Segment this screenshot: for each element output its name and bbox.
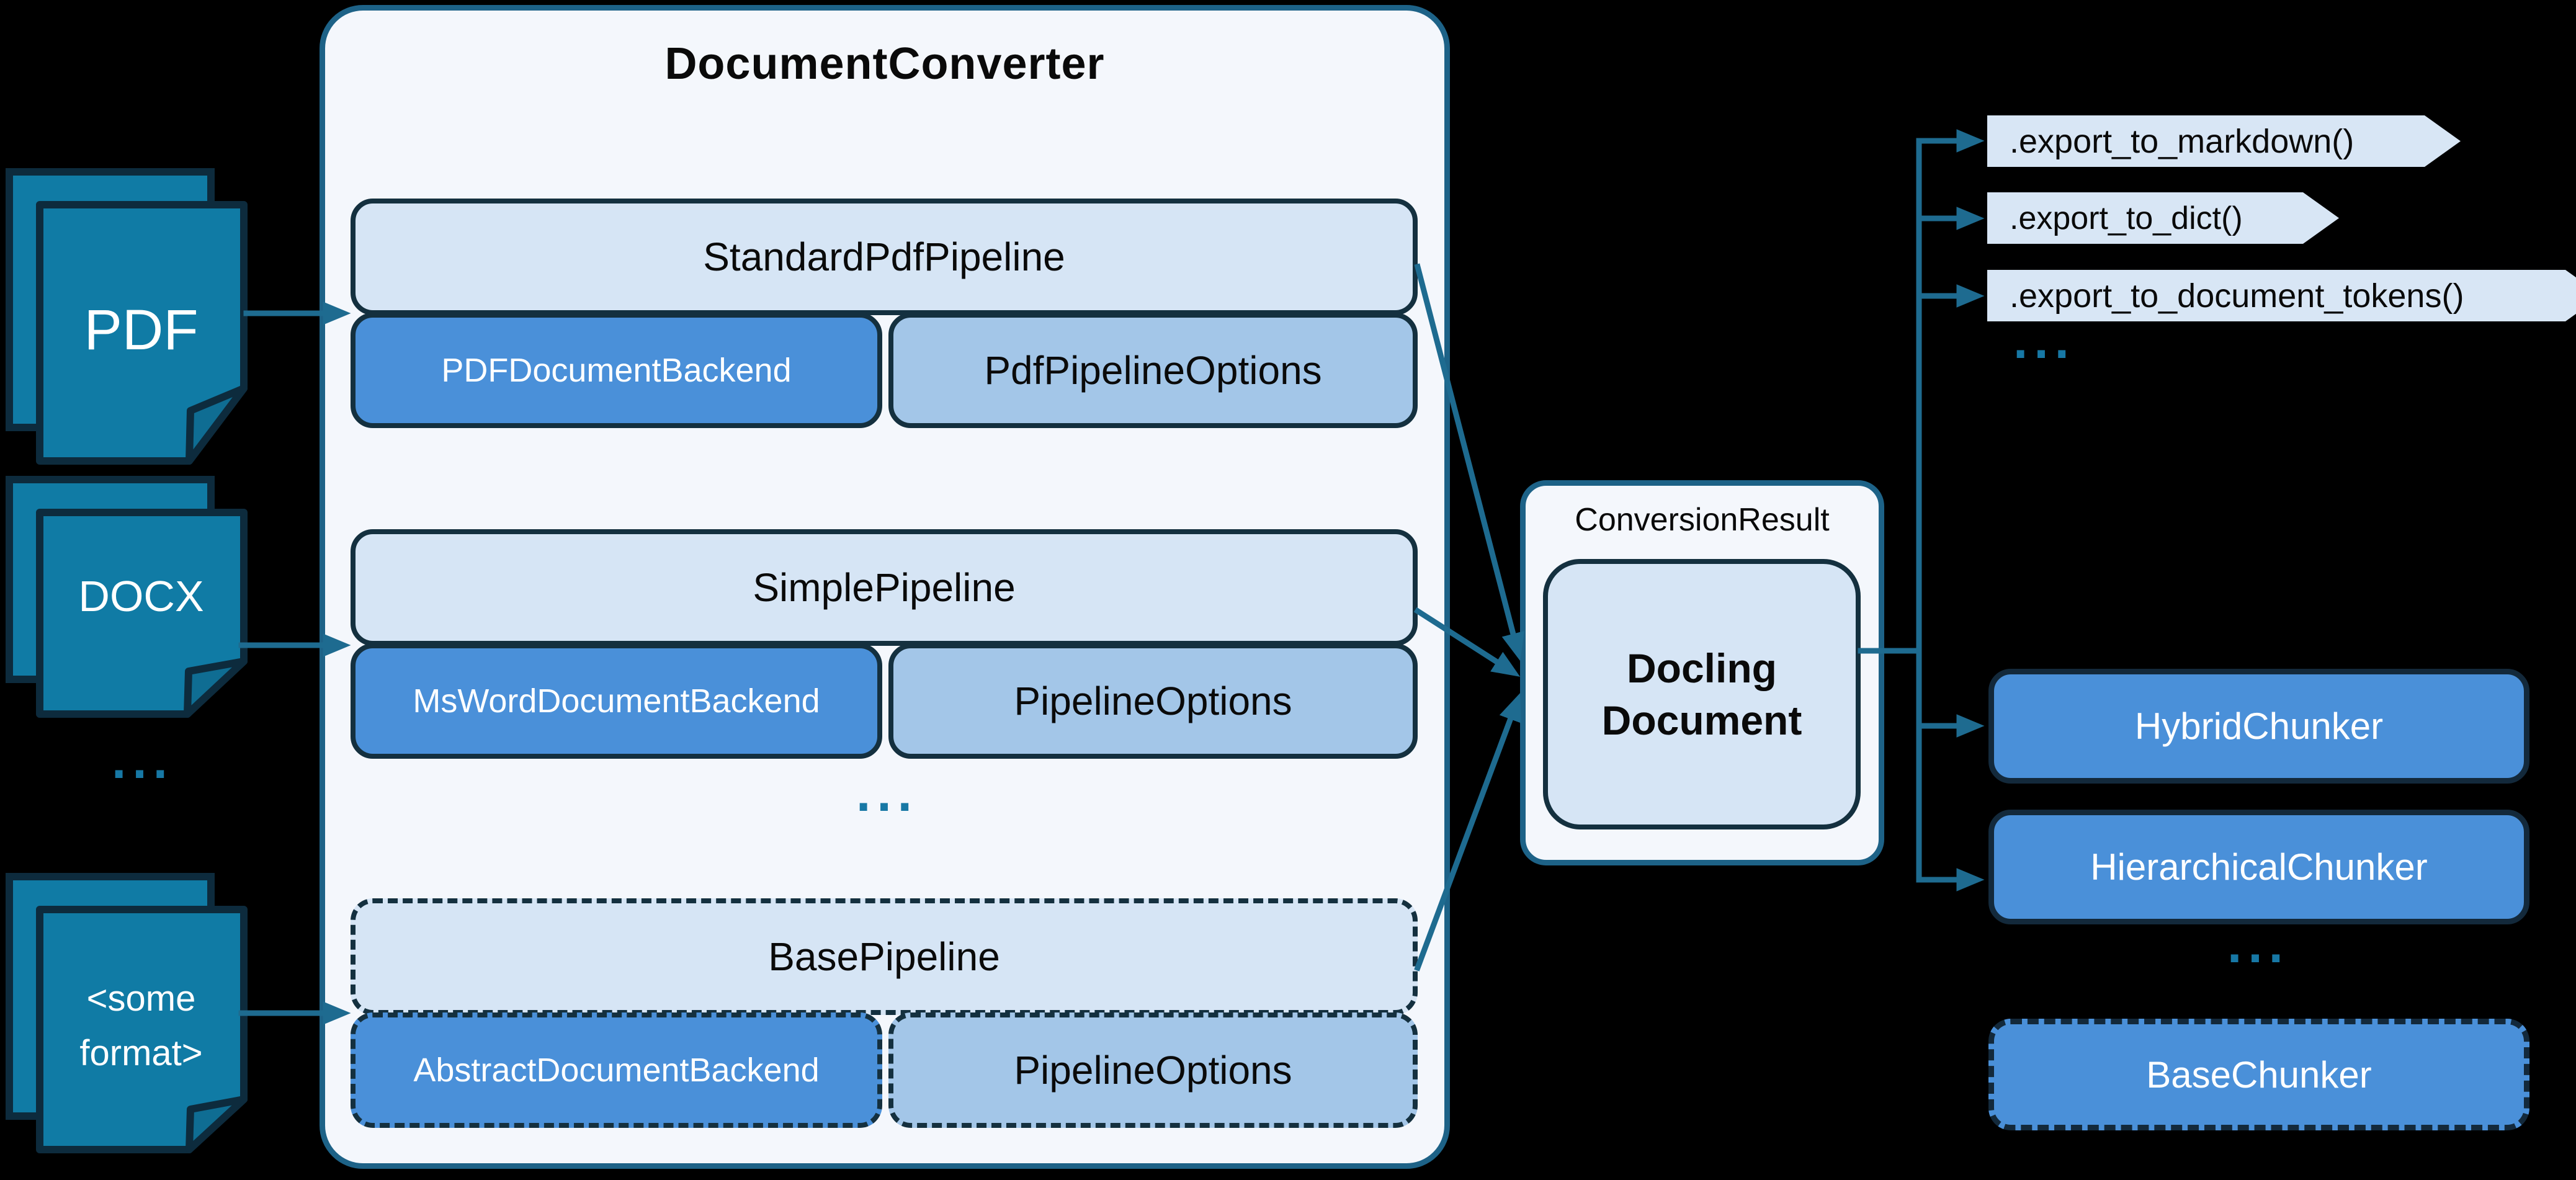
pipeline-label: BasePipeline [768,934,1000,979]
export-pennant-markdown: .export_to_markdown() [1987,115,2461,167]
export-pennant-dict: .export_to_dict() [1987,192,2339,244]
exports-ellipsis: ... [2013,311,2075,369]
chunker-label: BaseChunker [2146,1053,2372,1096]
backend-box-pdf: PDFDocumentBackend [351,313,882,428]
pipeline-box-base: BasePipeline [351,898,1418,1015]
docling-document-line2: Document [1601,697,1802,743]
options-label: PdfPipelineOptions [984,348,1322,393]
converter-ellipsis: ... [856,764,918,822]
backend-label: AbstractDocumentBackend [413,1052,820,1089]
pdf-label: PDF [84,298,199,362]
some-format-label-line1: <some [86,978,196,1019]
document-converter-title: DocumentConverter [664,39,1105,89]
export-method-label: .export_to_markdown() [2010,122,2355,160]
sources-ellipsis: ... [111,731,174,789]
pipeline-box-standard-pdf: StandardPdfPipeline [351,199,1418,315]
docx-label: DOCX [78,572,204,620]
some-format-label-line2: format> [79,1033,203,1073]
backend-box-msword: MsWordDocumentBackend [351,643,882,759]
options-box-pdf: PdfPipelineOptions [888,313,1418,428]
backend-box-abstract: AbstractDocumentBackend [351,1012,882,1128]
options-label: PipelineOptions [1014,1048,1292,1093]
pipeline-box-simple: SimplePipeline [351,529,1418,646]
options-label: PipelineOptions [1014,679,1292,723]
docling-document-line1: Docling [1627,645,1777,691]
pipeline-label: StandardPdfPipeline [703,235,1065,279]
chunker-label: HybridChunker [2134,705,2384,747]
export-pennant-document-tokens: .export_to_document_tokens() [1987,270,2576,321]
backend-label: MsWordDocumentBackend [413,682,820,720]
export-method-label: .export_to_dict() [2010,200,2243,236]
conversion-result-label: ConversionResult [1575,502,1830,538]
options-box-simple: PipelineOptions [888,643,1418,759]
some-format-document-stack-icon: <some format> [5,872,248,1154]
hierarchical-chunker-box: HierarchicalChunker [1988,810,2529,924]
base-chunker-box: BaseChunker [1988,1019,2529,1130]
options-box-base: PipelineOptions [888,1012,1418,1128]
pdf-document-stack-icon: PDF [5,168,248,465]
export-method-label: .export_to_document_tokens() [2010,277,2464,315]
docling-document-box: Docling Document [1543,559,1861,829]
chunkers-ellipsis: ... [2227,915,2289,973]
docx-document-stack-icon: DOCX [5,475,248,718]
pipeline-label: SimplePipeline [753,565,1016,610]
hybrid-chunker-box: HybridChunker [1988,669,2529,784]
chunker-label: HierarchicalChunker [2090,846,2428,888]
backend-label: PDFDocumentBackend [441,352,792,389]
